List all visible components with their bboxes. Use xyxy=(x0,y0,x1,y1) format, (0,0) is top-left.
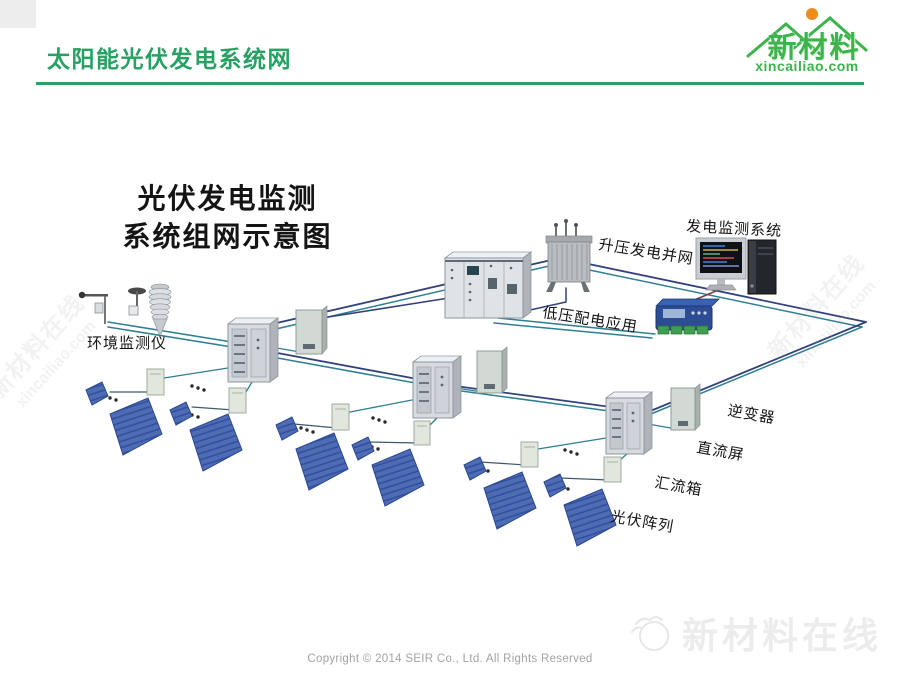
label-env-monitor: 环境监测仪 xyxy=(87,334,167,352)
sun-icon xyxy=(806,8,818,20)
label-inverter: 逆变器 xyxy=(726,402,776,427)
pv-panel-small xyxy=(351,436,375,461)
label-combiner-box: 汇流箱 xyxy=(653,474,703,499)
dc-wall-boxes xyxy=(295,305,701,431)
dc-box xyxy=(295,305,328,355)
label-lv-distribution: 低压配电应用 xyxy=(541,303,639,336)
pv-panel-small xyxy=(169,401,193,426)
ellipsis-dots xyxy=(102,384,579,491)
diagram-title-line2: 系统组网示意图 xyxy=(122,221,333,252)
watermark-sheep-icon xyxy=(630,616,669,651)
pv-panel-large xyxy=(371,448,425,507)
pv-panel-large xyxy=(189,413,243,472)
bottom-watermark-text: 新材料在线 xyxy=(681,615,882,656)
logo-mountains-icon xyxy=(746,8,868,58)
logo-name: 新材料 xyxy=(767,32,861,64)
inverter-cabinet-3 xyxy=(604,391,654,455)
bottom-watermark-logo: 新材料在线 xyxy=(628,607,882,659)
dc-box xyxy=(476,346,508,394)
radiation-shield-icon xyxy=(148,283,172,335)
combiner-box xyxy=(603,456,622,483)
diagram-title-line1: 光伏发电监测 xyxy=(137,183,318,214)
monitoring-computer xyxy=(695,237,777,295)
page-title: 太阳能光伏发电系统网 xyxy=(47,46,292,72)
combiner-boxes xyxy=(146,368,622,483)
inverter-cabinet-1 xyxy=(226,317,280,383)
pv-arrays xyxy=(85,381,617,547)
pv-panel-large xyxy=(295,432,349,491)
transformer xyxy=(545,219,593,292)
dc-box xyxy=(670,383,701,431)
pv-panel-small xyxy=(543,473,567,498)
monitor-icon xyxy=(695,237,747,291)
label-pv-array: 光伏阵列 xyxy=(609,508,675,536)
pv-panel-small xyxy=(463,456,487,481)
diagram-title: 光伏发电监测 系统组网示意图 xyxy=(100,180,355,256)
logo-url: xincailiao.com xyxy=(755,58,859,74)
pv-panel-large xyxy=(563,488,617,547)
combiner-box xyxy=(146,368,165,396)
pv-panel-small xyxy=(275,416,299,441)
pc-tower-icon xyxy=(747,239,777,295)
combiner-box xyxy=(520,441,539,468)
site-logo: 新材料 xincailiao.com xyxy=(742,4,872,82)
data-logger xyxy=(655,298,720,335)
header-divider xyxy=(36,82,864,85)
label-gen-monitor-system: 发电监测系统 xyxy=(686,218,783,240)
combiner-box xyxy=(413,420,431,446)
pv-panel-small xyxy=(85,381,109,406)
terminal-blocks-icon xyxy=(657,325,709,335)
label-step-up-grid: 升压发电并网 xyxy=(597,236,694,268)
pv-panel-large xyxy=(109,397,163,456)
combiner-box xyxy=(331,403,350,431)
combiner-box xyxy=(228,387,247,414)
corner-decor xyxy=(0,0,36,28)
weather-station xyxy=(78,283,172,335)
label-dc-panel: 直流屏 xyxy=(695,439,745,464)
pv-panel-large xyxy=(483,471,537,530)
copyright-text: Copyright © 2014 SEIR Co., Ltd. All Righ… xyxy=(307,653,593,665)
lv-switchgear xyxy=(443,251,533,319)
inverter-cabinet-2 xyxy=(411,355,463,419)
